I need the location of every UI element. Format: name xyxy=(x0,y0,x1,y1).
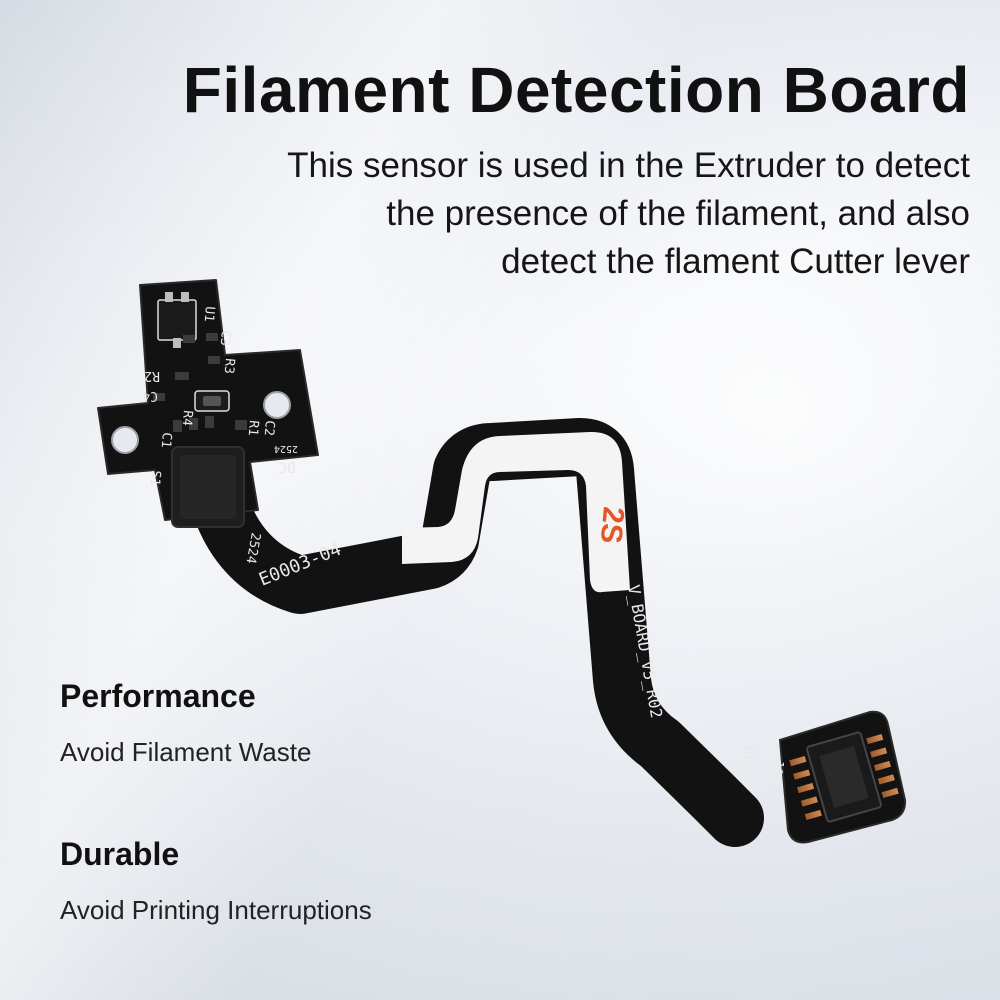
feature-heading-durable: Durable xyxy=(60,836,180,872)
silk-c2: C2 xyxy=(261,420,277,437)
subtitle: This sensor is used in the Extruder to d… xyxy=(70,142,970,286)
mounting-hole-right xyxy=(263,391,291,419)
smd-component xyxy=(183,335,195,343)
silk-c4: C4 xyxy=(142,388,158,403)
fpc-batch: 101346 96 xyxy=(762,759,787,825)
smd-component xyxy=(189,418,198,430)
fpc-stiffener xyxy=(402,431,630,593)
smd-component xyxy=(205,416,214,428)
switch-component-window xyxy=(203,396,221,406)
subtitle-line: This sensor is used in the Extruder to d… xyxy=(287,146,970,185)
sensor-chip-pin xyxy=(173,338,181,348)
subtitle-line: detect the flament Cutter lever xyxy=(501,242,970,281)
smd-component xyxy=(208,356,220,364)
silk-r3: R3 xyxy=(221,358,237,375)
silk-s1: S1 xyxy=(147,470,163,487)
silk-date-small: 2524 xyxy=(274,443,298,454)
silk-c1: C1 xyxy=(158,432,174,449)
silk-r4: R4 xyxy=(179,410,195,427)
smd-component xyxy=(153,393,165,401)
silk-dc: DC xyxy=(278,458,296,476)
feature-text-performance: Avoid Filament Waste xyxy=(60,737,312,767)
sensor-chip-pin xyxy=(181,292,189,302)
feature-heading-performance: Performance xyxy=(60,678,256,714)
fpc-text: FPC xyxy=(735,743,759,775)
subtitle-line: the presence of the filament, and also xyxy=(386,194,970,233)
smd-component xyxy=(175,372,189,380)
connector-pins xyxy=(789,733,899,821)
page-title: Filament Detection Board xyxy=(182,54,970,126)
silk-r2: R2 xyxy=(144,368,160,383)
smd-component xyxy=(173,420,182,432)
foam-pad-texture xyxy=(180,455,236,519)
silk-date: 2524 xyxy=(243,531,263,565)
feature-text-durable: Avoid Printing Interruptions xyxy=(60,895,372,925)
mounting-hole-left xyxy=(111,426,139,454)
fpc-logo: 2S xyxy=(594,505,630,544)
sensor-chip xyxy=(157,299,197,341)
smd-component xyxy=(206,333,218,341)
silk-r1: R1 xyxy=(245,420,261,437)
sensor-chip-pin xyxy=(165,292,173,302)
smd-component xyxy=(235,420,247,430)
silk-c3: C3 xyxy=(217,330,233,347)
silk-u1: U1 xyxy=(201,306,217,323)
